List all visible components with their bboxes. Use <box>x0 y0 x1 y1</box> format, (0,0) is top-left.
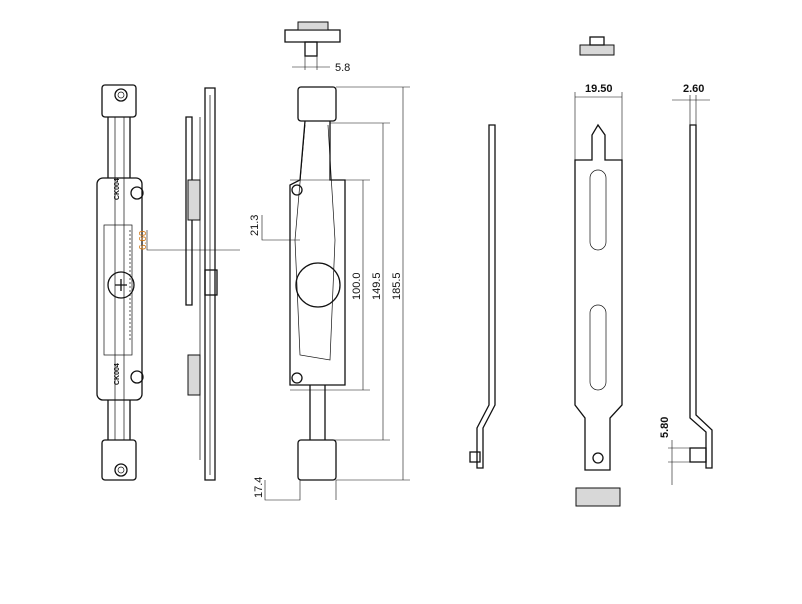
strap-front-view <box>574 36 623 507</box>
part-marking-top: CK004 <box>114 178 121 200</box>
strap-thickness-label: 2.60 <box>683 83 704 95</box>
clip-width-label: 5.8 <box>335 62 350 74</box>
end-height-label: 17.4 <box>253 477 265 498</box>
tab-height-label: 5.80 <box>659 417 671 438</box>
inner-length-label: 149.5 <box>371 272 383 300</box>
side-view <box>185 87 218 481</box>
part-marking-bottom: CK004 <box>114 363 121 385</box>
strap-side-view <box>469 124 496 469</box>
strap-thickness-view <box>668 95 713 485</box>
offset-dimension-label: 6.60 <box>138 230 149 250</box>
front-assembly-view <box>96 84 144 481</box>
main-body-view <box>261 86 410 501</box>
hole-offset-label: 21.3 <box>249 215 261 236</box>
offset-dimension-line <box>146 230 240 251</box>
overall-length-label: 185.5 <box>391 272 403 300</box>
strap-width-label: 19.50 <box>585 83 613 95</box>
clip-top-view <box>284 21 341 70</box>
hole-spacing-label: 100.0 <box>351 272 363 300</box>
